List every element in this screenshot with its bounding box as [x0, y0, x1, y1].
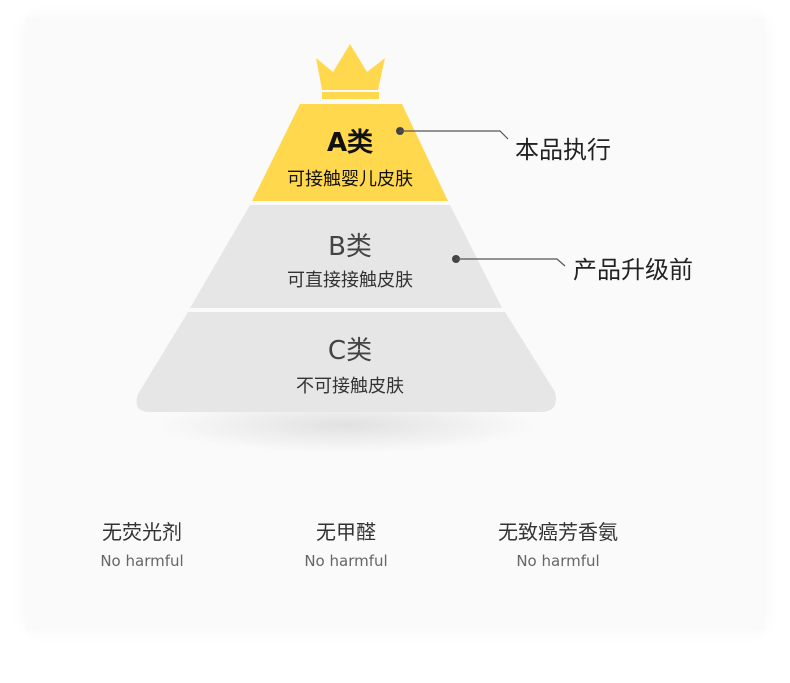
callout-line-two	[452, 255, 566, 267]
feature-title-2: 无甲醛	[316, 520, 376, 544]
callout-label-previous: 产品升级前	[573, 256, 693, 284]
feature-title-1: 无荧光剂	[102, 520, 182, 544]
tier-b-title: B类	[328, 232, 372, 262]
feature-subtitle-2: No harmful	[304, 552, 388, 570]
tier-b-subtitle: 可直接接触皮肤	[287, 270, 413, 291]
tier-b-shape	[190, 205, 502, 308]
callout-line-one	[396, 127, 509, 140]
tier-c-title: C类	[327, 336, 373, 366]
tier-c-shape	[136, 312, 556, 412]
tier-a-title: A类	[326, 128, 374, 158]
feature-subtitle-1: No harmful	[100, 552, 184, 570]
crown-icon	[316, 44, 385, 99]
tier-c-subtitle: 不可接触皮肤	[296, 376, 404, 397]
feature-title-3: 无致癌芳香氨	[498, 520, 618, 544]
feature-subtitle-3: No harmful	[516, 552, 600, 570]
tier-a-subtitle: 可接触婴儿皮肤	[287, 169, 413, 190]
callout-label-current: 本品执行	[515, 136, 611, 164]
